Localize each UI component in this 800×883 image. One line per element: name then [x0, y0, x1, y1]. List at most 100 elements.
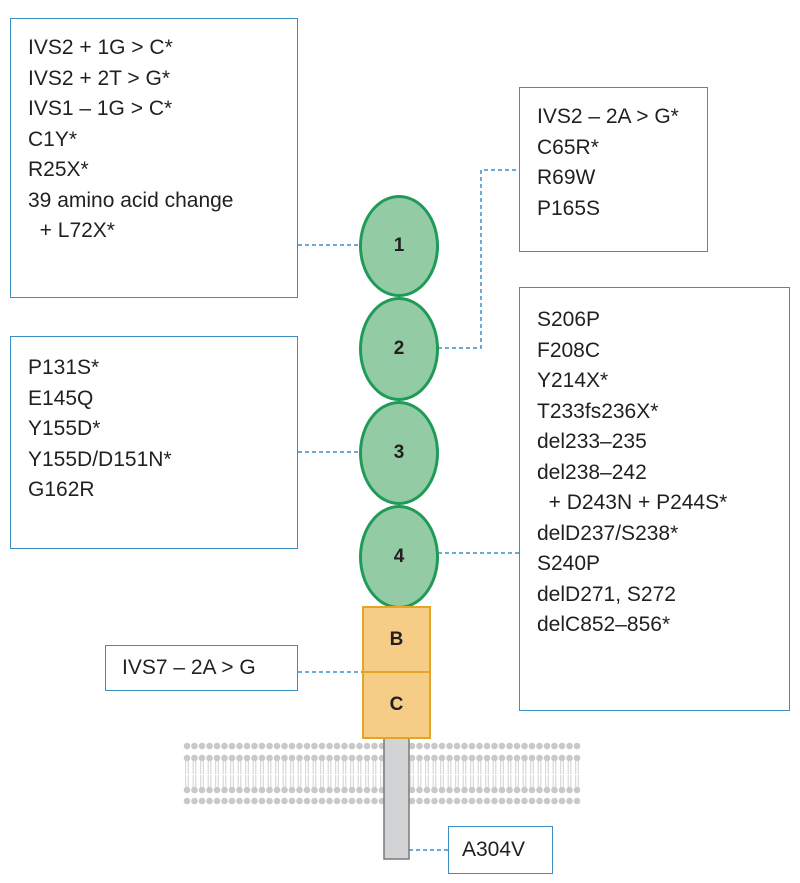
lipid-head: [558, 742, 566, 750]
lipid-head: [371, 742, 378, 750]
lipid-head: [243, 786, 251, 794]
lipid-head: [258, 786, 266, 794]
mutations-domain4-box: S206P F208C Y214X* T233fs236X* del233–23…: [519, 287, 790, 711]
mutation-item: P165S: [537, 196, 601, 220]
mutations-domain4-list: S206P F208C Y214X* T233fs236X* del233–23…: [537, 305, 789, 641]
lipid-head: [438, 786, 446, 794]
lipid-head: [236, 742, 243, 750]
lipid-head: [528, 754, 536, 762]
lipid-head: [498, 797, 506, 805]
lipid-head: [551, 754, 558, 762]
mutation-item: IVS2 + 2T > G*: [28, 66, 171, 90]
segment-c: C: [362, 671, 431, 739]
lipid-head: [296, 754, 303, 762]
segment-c-label: C: [389, 694, 404, 715]
lipid-head: [453, 797, 461, 805]
lipid-head: [558, 754, 566, 762]
lipid-head: [183, 786, 191, 794]
lipid-head: [476, 742, 483, 750]
lipid-head: [573, 742, 581, 750]
lipid-head: [191, 754, 198, 762]
lipid-head: [423, 797, 431, 805]
lipid-head: [371, 754, 378, 762]
lipid-head: [333, 742, 341, 750]
lipid-head: [236, 754, 243, 762]
lipid-head: [416, 754, 423, 762]
lipid-head: [191, 797, 198, 805]
lipid-head: [236, 797, 243, 805]
lipid-head: [363, 754, 371, 762]
lipid-head: [558, 786, 566, 794]
mutation-item: + D243N + P244S*: [537, 491, 728, 514]
lipid-head: [348, 786, 356, 794]
domain-4: 4: [359, 505, 439, 609]
lipid-head: [243, 754, 251, 762]
lipid-head: [341, 786, 348, 794]
lipid-head: [423, 742, 431, 750]
lipid-head: [513, 786, 521, 794]
mutation-item: delC852–856*: [537, 613, 671, 636]
lipid-head: [536, 742, 543, 750]
segment-b-label: B: [389, 628, 404, 650]
lipid-head: [318, 754, 326, 762]
mutations-transmembrane-box: A304V: [448, 826, 553, 874]
lipid-head: [416, 797, 423, 805]
lipid-head: [521, 797, 528, 805]
lipid-head: [288, 786, 296, 794]
lipid-head: [326, 742, 333, 750]
mutation-item: IVS7 – 2A > G: [122, 656, 256, 679]
lipid-head: [183, 754, 191, 762]
lipid-head: [273, 742, 281, 750]
lipid-head: [221, 797, 228, 805]
lipid-head: [206, 797, 213, 805]
lipid-head: [476, 797, 483, 805]
mutation-item: Y155D/D151N*: [28, 447, 172, 471]
lipid-head: [326, 797, 333, 805]
lipid-head: [356, 742, 363, 750]
mutation-item: IVS1 – 1G > C*: [28, 97, 173, 120]
lipid-head: [198, 754, 206, 762]
lipid-head: [431, 742, 438, 750]
lipid-head: [318, 786, 326, 794]
lipid-head: [348, 797, 356, 805]
lipid-head: [513, 797, 521, 805]
domain-1: 1: [359, 195, 439, 297]
lipid-head: [506, 754, 513, 762]
lipid-head: [266, 754, 273, 762]
lipid-bilayer: [183, 742, 581, 805]
lipid-head: [513, 742, 521, 750]
lipid-head: [191, 742, 198, 750]
lipid-head: [213, 742, 221, 750]
lipid-head: [528, 786, 536, 794]
lipid-head: [416, 786, 423, 794]
lipid-head: [198, 797, 206, 805]
lipid-head: [468, 797, 476, 805]
mutation-item: IVS2 + 1G > C*: [28, 36, 173, 59]
lipid-head: [243, 742, 251, 750]
mutation-item: E145Q: [28, 386, 94, 410]
lipid-head: [573, 754, 581, 762]
lipid-head: [566, 797, 573, 805]
mutations-transmembrane-list: A304V: [462, 835, 552, 866]
lipid-head: [281, 754, 288, 762]
lipid-head: [363, 797, 371, 805]
lipid-head: [453, 786, 461, 794]
lipid-head: [476, 786, 483, 794]
lipid-head: [566, 786, 573, 794]
lipid-head: [228, 742, 236, 750]
lipid-head: [468, 754, 476, 762]
lipid-head: [296, 797, 303, 805]
domain-1-label: 1: [393, 235, 405, 256]
lipid-head: [281, 742, 288, 750]
mutation-item: C65R*: [537, 135, 599, 159]
mutation-item: del233–235: [537, 430, 647, 453]
lipid-head: [431, 797, 438, 805]
lipid-head: [258, 742, 266, 750]
lipid-head: [468, 786, 476, 794]
lipid-head: [206, 742, 213, 750]
lipid-head: [461, 797, 468, 805]
lipid-head: [356, 797, 363, 805]
lipid-head: [483, 742, 491, 750]
lipid-head: [573, 786, 581, 794]
